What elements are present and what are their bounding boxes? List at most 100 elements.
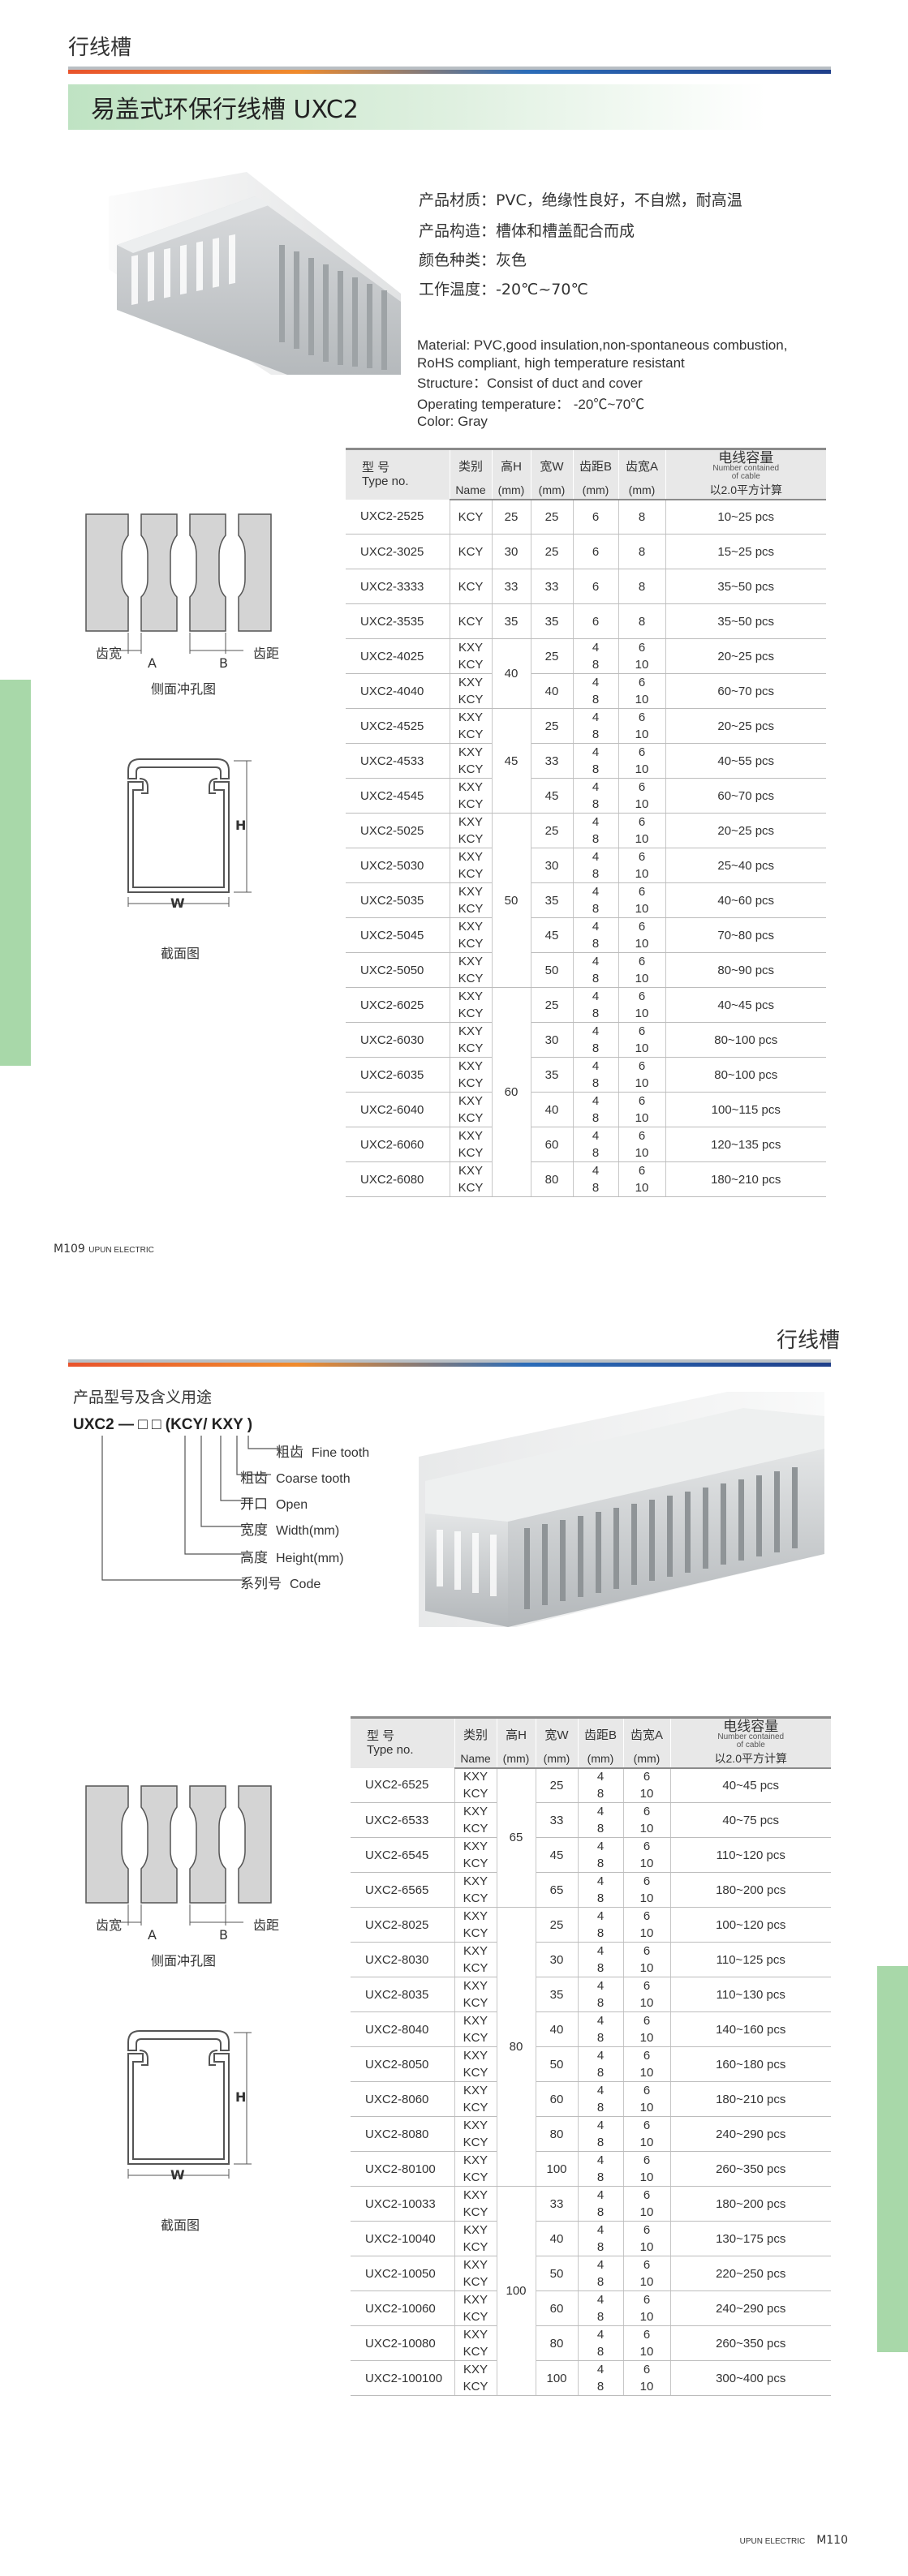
tooth-cell: 10 [622, 2343, 670, 2361]
pitch-cell: 4 [572, 848, 618, 865]
capacity-cell: 110~120 pcs [669, 1837, 831, 1873]
width-cell: 25 [531, 534, 573, 569]
pitch-cell: 8 [577, 2099, 623, 2117]
kind-cell: KCY [449, 1110, 492, 1127]
tooth-cell: 6 [622, 2256, 670, 2273]
pitch-cell: 4 [577, 1802, 623, 1820]
kind-cell: KXY [454, 1942, 497, 1960]
header-rule-gray-2 [68, 1359, 831, 1363]
height-cell: 40 [491, 638, 531, 709]
tooth-cell: 6 [618, 638, 665, 656]
width-cell: 65 [536, 1872, 578, 1908]
width-cell: 100 [536, 2360, 578, 2396]
side-punch-drawing-2 [85, 1785, 272, 1926]
pitch-cell: 4 [577, 2186, 623, 2204]
pitch-cell: 4 [572, 1022, 618, 1040]
width-cell: 40 [536, 2011, 578, 2047]
header-rule-gray [68, 67, 831, 70]
tooth-cell: 10 [618, 1144, 665, 1162]
product-photo-2 [419, 1392, 824, 1627]
pitch-cell: 4 [577, 2360, 623, 2378]
model-cell: UXC2-8040 [351, 2011, 454, 2047]
pitch-cell: 8 [577, 2169, 623, 2187]
tooth-cell: 10 [618, 865, 665, 883]
tooth-cell: 10 [618, 726, 665, 744]
pitch-cell: 8 [572, 1005, 618, 1023]
label-side-view-2: 侧面冲孔图 [151, 1953, 217, 1968]
pitch-cell: 8 [572, 865, 618, 883]
kind-cell: KXY [454, 1837, 497, 1855]
kind-cell: KCY [449, 499, 492, 535]
label-section-view: 截面图 [161, 946, 200, 961]
pitch-cell: 8 [572, 935, 618, 953]
kind-cell: KXY [454, 1767, 497, 1785]
tooth-cell: 6 [618, 708, 665, 726]
kind-cell: KCY [454, 1820, 497, 1838]
kind-cell: KCY [454, 2343, 497, 2361]
model-cell: UXC2-5025 [346, 813, 450, 848]
tooth-cell: 6 [622, 2011, 670, 2029]
pitch-cell: 8 [577, 1785, 623, 1803]
col-kind-2: 类别 [454, 1716, 497, 1750]
tooth-cell: 10 [622, 1855, 670, 1873]
pitch-cell: 4 [577, 1942, 623, 1960]
model-cell: UXC2-8080 [351, 2116, 454, 2152]
capacity-cell: 40~45 pcs [665, 987, 826, 1023]
height-cell: 33 [491, 569, 531, 604]
kind-cell: KXY [454, 2081, 497, 2099]
kind-cell: KCY [454, 1925, 497, 1943]
tooth-cell: 10 [618, 900, 665, 918]
tooth-cell: 10 [622, 2239, 670, 2256]
capacity-cell: 140~160 pcs [669, 2011, 831, 2047]
capacity-cell: 220~250 pcs [669, 2256, 831, 2291]
pitch-cell: 8 [577, 2378, 623, 2396]
tooth-cell: 6 [622, 1767, 670, 1785]
tooth-cell: 6 [618, 813, 665, 831]
tooth-cell: 6 [622, 2151, 670, 2169]
tooth-cell: 6 [618, 1057, 665, 1075]
label-side-view: 侧面冲孔图 [151, 681, 217, 697]
model-cell: UXC2-10040 [351, 2221, 454, 2256]
kind-cell: KCY [454, 1994, 497, 2012]
pitch-cell: 8 [572, 831, 618, 848]
pitch-cell: 8 [577, 2308, 623, 2326]
tooth-cell: 10 [622, 1820, 670, 1838]
tooth-cell: 10 [622, 1890, 670, 1908]
tooth-cell: 10 [622, 2169, 670, 2187]
label-tooth-width: 齿宽 [96, 646, 123, 661]
model-cell: UXC2-6525 [351, 1767, 454, 1803]
tooth-cell: 10 [618, 831, 665, 848]
model-cell: UXC2-100100 [351, 2360, 454, 2396]
capacity-cell: 180~210 pcs [669, 2081, 831, 2117]
model-cell: UXC2-4040 [346, 673, 450, 709]
pitch-cell: 4 [577, 2046, 623, 2064]
col-kind: 类别 [450, 448, 493, 482]
model-cell: UXC2-5050 [346, 952, 450, 988]
tooth-cell: 10 [622, 2029, 670, 2047]
model-cell: UXC2-8025 [351, 1907, 454, 1943]
model-cell: UXC2-8030 [351, 1942, 454, 1977]
product-photo [109, 172, 401, 375]
tooth-cell: 8 [618, 534, 665, 569]
pitch-cell: 8 [572, 691, 618, 709]
model-cell: UXC2-3333 [346, 569, 450, 604]
width-cell: 40 [536, 2221, 578, 2256]
